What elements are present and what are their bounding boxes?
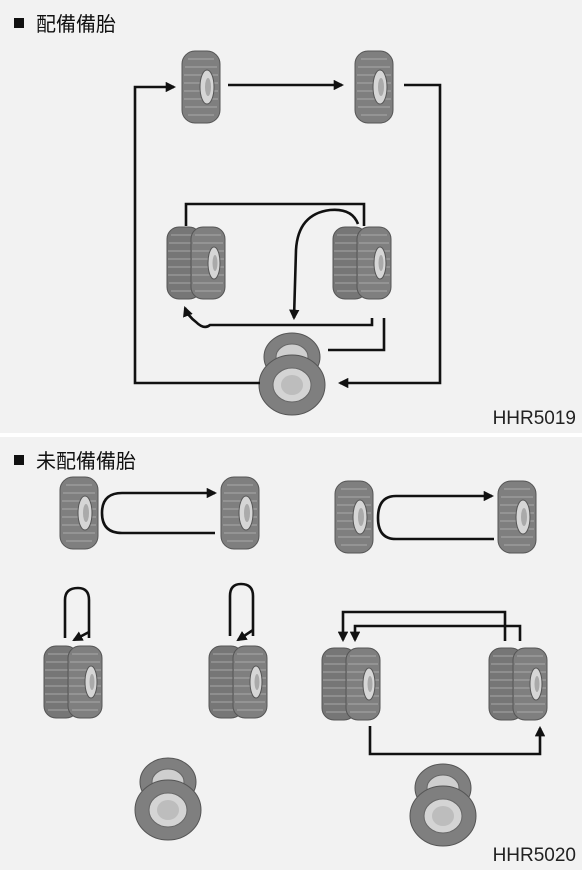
front-left-tire <box>181 50 221 124</box>
rear-right-dual-tire-a <box>208 645 268 719</box>
front-right-tire-b <box>497 480 537 554</box>
spare-tire-b <box>409 763 477 847</box>
figure-code-bottom: HHR5020 <box>492 845 576 866</box>
heading-without-spare-text: 未配備備胎 <box>36 449 136 473</box>
section-divider <box>0 433 582 437</box>
top-diagram <box>133 50 442 416</box>
rear-left-dual-tire-a <box>43 645 103 719</box>
front-right-tire-a <box>220 476 260 550</box>
rear-right-dual-tire <box>332 226 392 300</box>
rear-right-dual-tire-b <box>488 647 548 721</box>
front-left-tire-b <box>334 480 374 554</box>
heading-with-spare-text: 配備備胎 <box>36 12 116 36</box>
spare-tire <box>258 332 326 416</box>
front-right-tire <box>354 50 394 124</box>
rear-left-dual-tire-b <box>321 647 381 721</box>
rear-left-dual-tire <box>166 226 226 300</box>
spare-tire-a <box>134 757 202 841</box>
front-left-tire-a <box>59 476 99 550</box>
bullet-square-icon <box>14 454 24 465</box>
bottom-diagram <box>43 476 548 847</box>
bullet-square-icon <box>14 17 24 28</box>
heading-without-spare: 未配備備胎 <box>14 445 136 474</box>
bottom-rotation-arrows <box>63 487 546 756</box>
heading-with-spare: 配備備胎 <box>14 8 116 37</box>
top-rotation-arrows <box>133 79 442 389</box>
figure-code-top: HHR5019 <box>492 408 576 429</box>
